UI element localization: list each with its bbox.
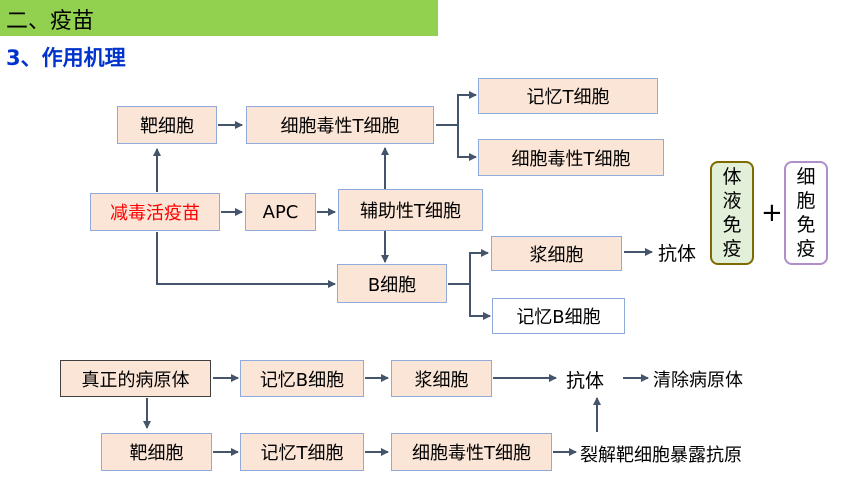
section-header: 二、疫苗 <box>0 0 438 36</box>
cytotoxic-t-2-box: 细胞毒性T细胞 <box>478 139 664 176</box>
subtitle: 3、作用机理 <box>6 46 126 70</box>
cytotoxic-t-box-2: 细胞毒性T细胞 <box>391 433 552 471</box>
cytotoxic-t-box: 细胞毒性T细胞 <box>246 106 434 144</box>
target-cell-box-2: 靶细胞 <box>101 433 212 471</box>
humoral-immunity-label: 体液免疫 <box>722 166 742 260</box>
true-pathogen-box: 真正的病原体 <box>60 360 211 397</box>
arrow-b-to-plasma <box>448 249 489 285</box>
memory-t-box-2: 记忆T细胞 <box>240 433 364 471</box>
plus-sign: + <box>761 198 783 228</box>
apc-box: APC <box>245 193 316 231</box>
cellular-immunity-box: 细胞免疫 <box>784 161 828 265</box>
cellular-immunity-label: 细胞免疫 <box>796 166 816 260</box>
memory-t-box: 记忆T细胞 <box>478 78 658 114</box>
memory-b-box-2: 记忆B细胞 <box>240 360 364 397</box>
plasma-cell-box: 浆细胞 <box>491 236 622 271</box>
attenuated-vaccine-box: 减毒活疫苗 <box>90 193 220 231</box>
arrow-to-cytotoxic-2 <box>457 125 477 161</box>
arrow-vaccine-to-b <box>156 232 336 288</box>
plasma-cell-box-2: 浆细胞 <box>391 360 492 397</box>
target-cell-box: 靶细胞 <box>117 106 217 144</box>
lyse-target-text: 裂解靶细胞暴露抗原 <box>580 445 742 466</box>
arrow-to-memory-t <box>436 91 477 126</box>
humoral-immunity-box: 体液免疫 <box>710 161 754 265</box>
b-cell-box: B细胞 <box>337 264 447 303</box>
arrow-b-to-memory-b <box>469 284 491 320</box>
helper-t-box: 辅助性T细胞 <box>338 189 483 231</box>
clear-pathogen-text: 清除病原体 <box>653 370 743 391</box>
antibody-label: 抗体 <box>658 243 697 265</box>
memory-b-box: 记忆B细胞 <box>492 298 625 334</box>
section-title: 二、疫苗 <box>6 9 95 34</box>
antibody-label-2: 抗体 <box>566 370 605 392</box>
